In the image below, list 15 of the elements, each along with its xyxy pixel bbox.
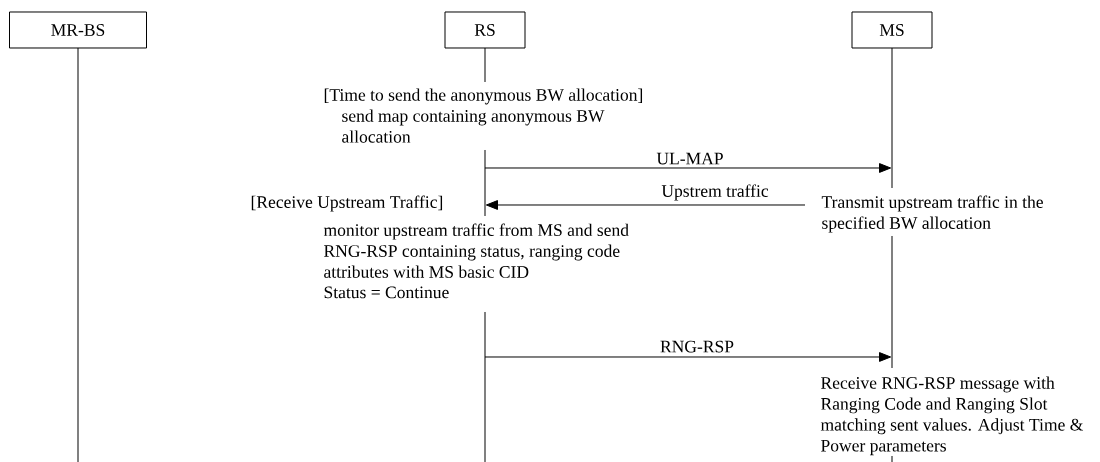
participant-box: MR-BS: [9, 11, 147, 49]
note-text: monitor upstream traffic from MS and send RNG-RSP containing status, ranging code attributes with MS basic CID: [323, 223, 629, 278]
message-label: RNG-RSP: [660, 340, 734, 353]
note-text: send map containing anonymous BW allocation: [342, 109, 605, 143]
participant-box: RS: [444, 11, 526, 49]
message-arrow: [484, 352, 892, 362]
note-text: Transmit upstream traffic in the specified BW allocation: [821, 195, 1043, 233]
message-arrow: [484, 163, 892, 173]
message-label: Upstrem traffic: [661, 184, 769, 201]
note-text: Status = Continue: [324, 286, 449, 299]
note-text: [Time to send the anonymous BW allocation]: [324, 88, 642, 105]
participant-box: MS: [851, 11, 933, 49]
note-text: Receive RNG-RSP message with Ranging Code and Ranging Slot matching sent values. Adjust Time & Power parameters: [820, 376, 1084, 456]
message-label: UL-MAP: [656, 152, 723, 165]
message-arrow: [485, 200, 806, 210]
